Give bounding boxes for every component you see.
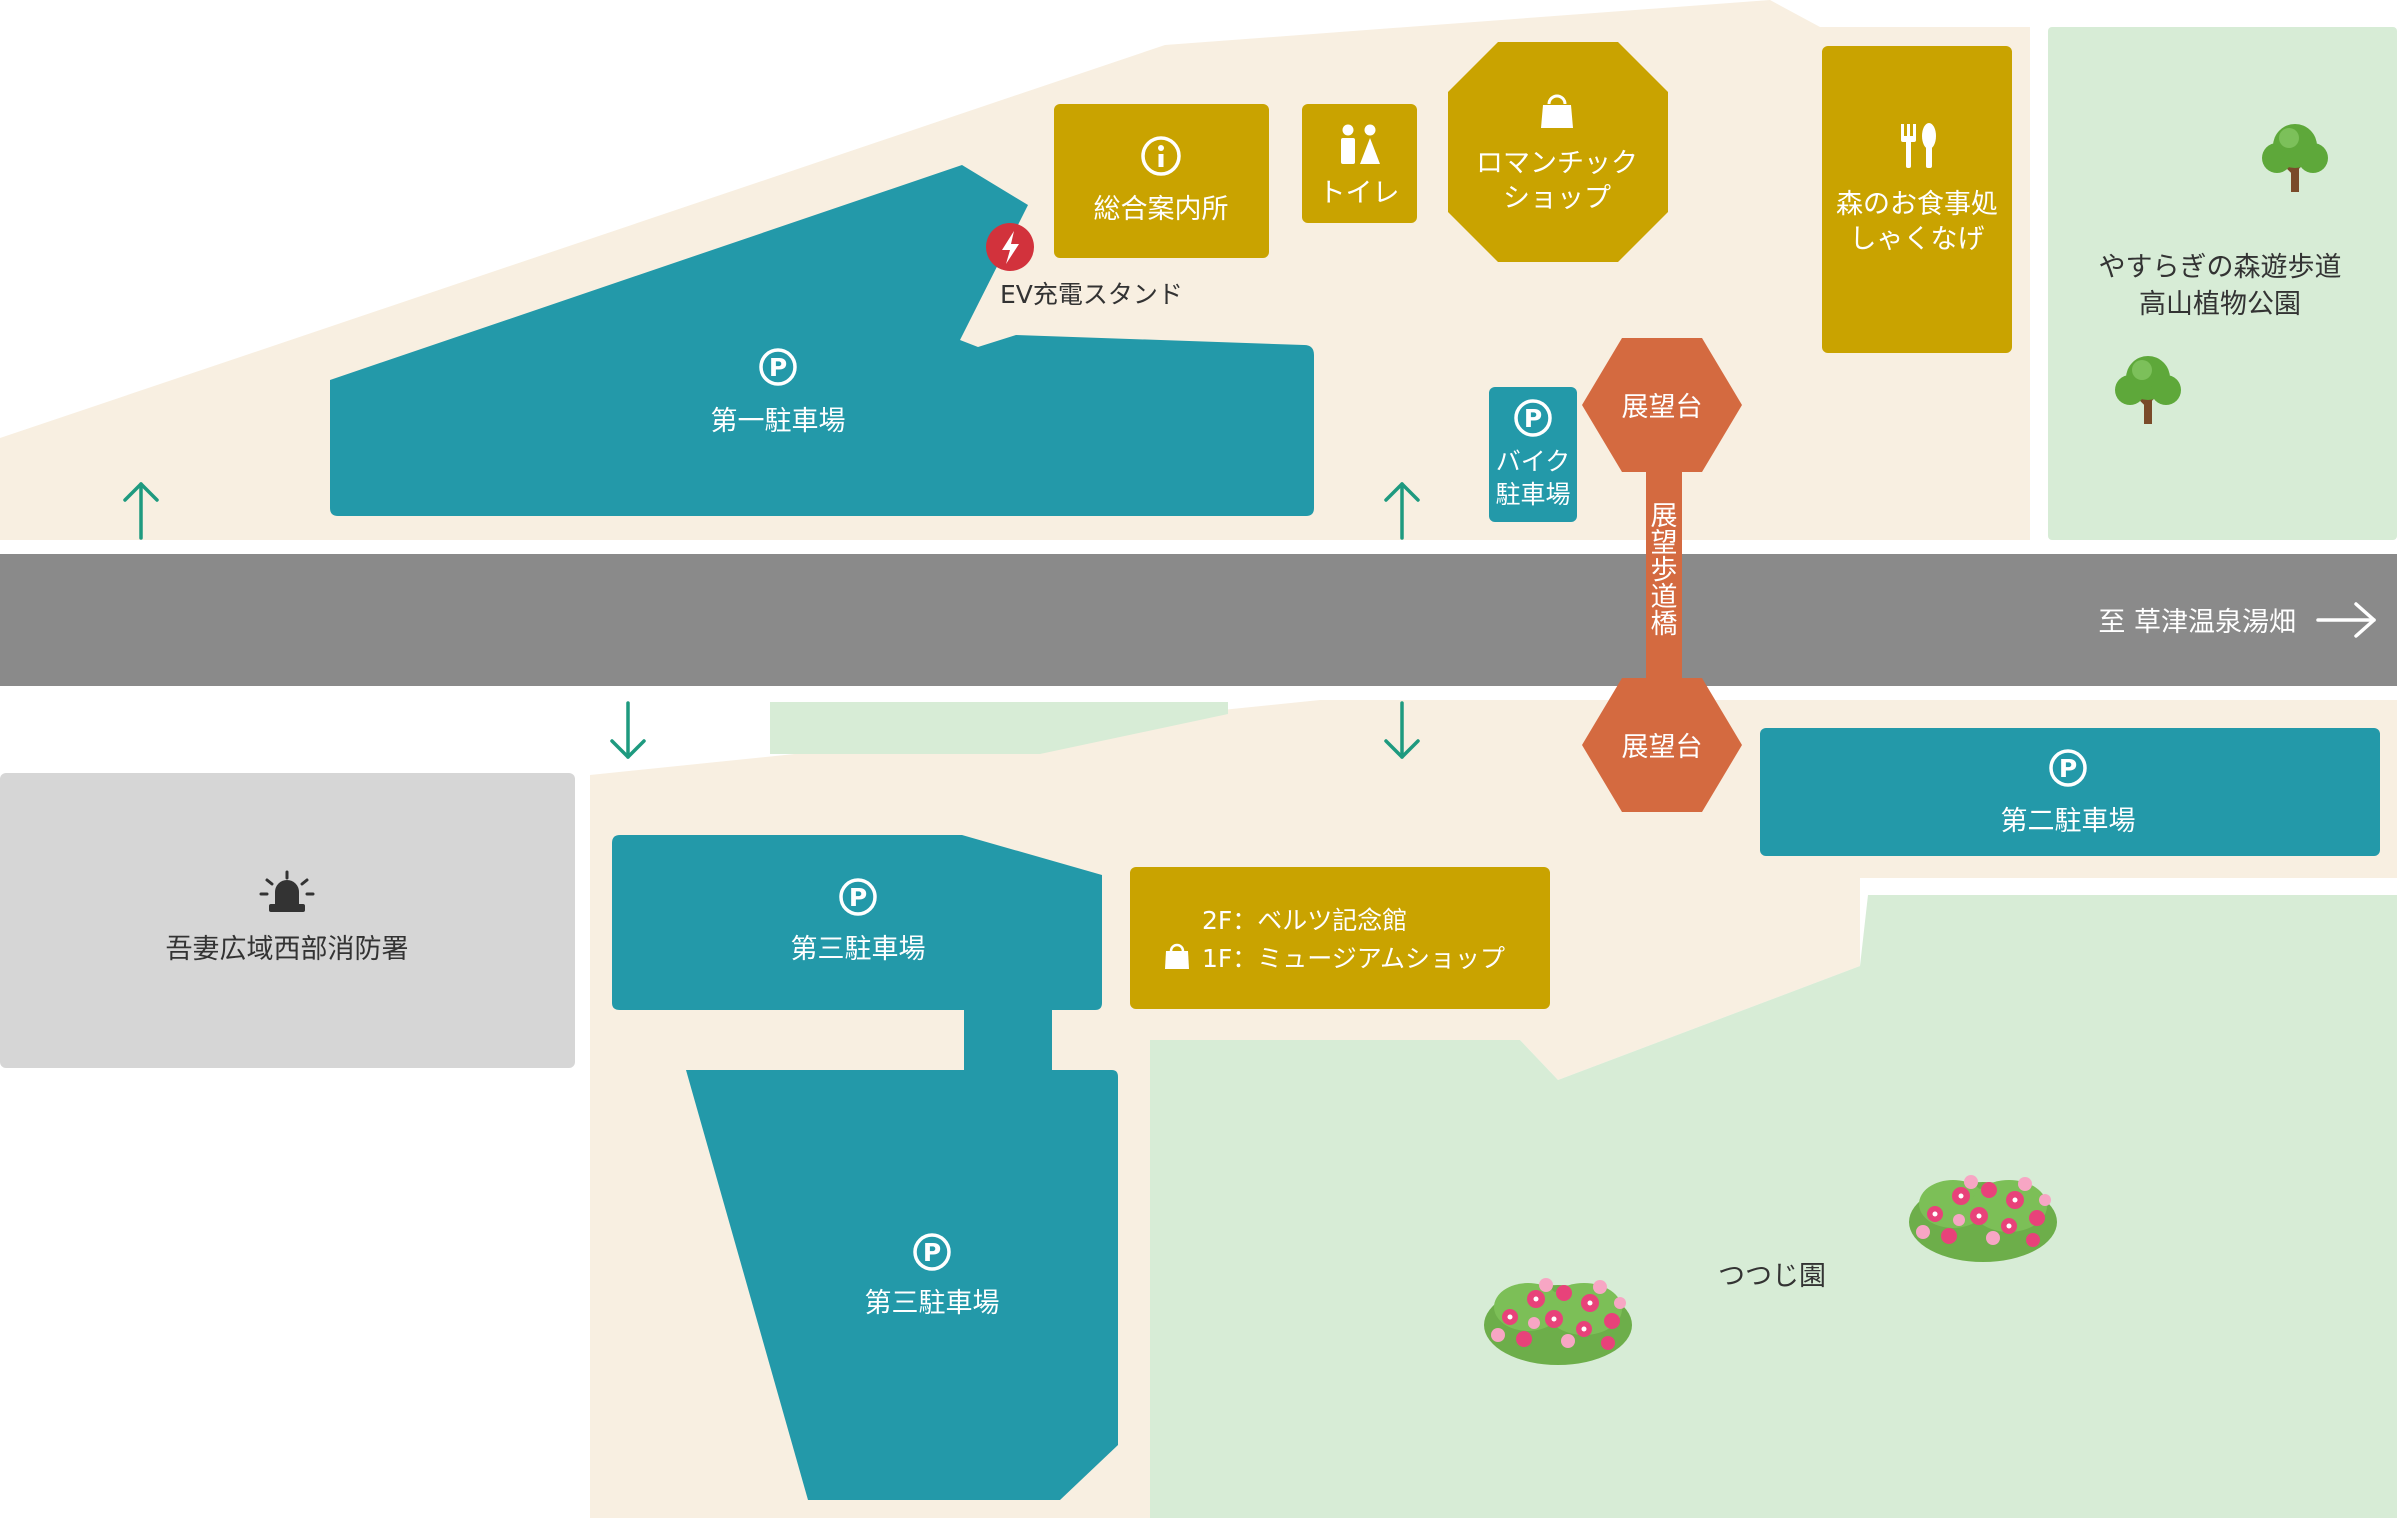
parking-bike-label-2: 駐車場 — [1495, 480, 1570, 509]
info-center[interactable]: 総合案内所 — [1054, 104, 1269, 258]
restaurant-label-1: 森のお食事処 — [1836, 189, 1998, 220]
arrow-up-icon — [1384, 482, 1420, 540]
ev-station-label: EV充電スタンド — [1000, 280, 1183, 309]
romantic-shop-label-1: ロマンチック — [1476, 148, 1638, 179]
bridge-label: 展 望 歩 道 橋 — [1651, 501, 1678, 640]
alpine-plant-park-area — [2048, 27, 2397, 540]
fire-station-area — [0, 773, 575, 1068]
destination-label: 至 草津温泉湯畑 — [2098, 607, 2296, 638]
observation-deck-north-label: 展望台 — [1622, 392, 1703, 423]
fire-station[interactable]: 吾妻広域西部消防署 — [0, 773, 575, 1068]
svg-text:道: 道 — [1651, 582, 1678, 613]
parking-third-upper-area — [612, 835, 1102, 1010]
road — [0, 554, 2397, 686]
svg-text:歩: 歩 — [1651, 555, 1678, 586]
parking-first-label: 第一駐車場 — [711, 406, 846, 437]
median-strip — [770, 702, 1228, 754]
park-label-1: やすらぎの森遊歩道 — [2099, 252, 2342, 283]
parking-bike-label-1: バイク — [1496, 447, 1571, 476]
azalea-garden-area — [1150, 895, 2397, 1518]
flower-bush-icon — [1484, 1278, 1632, 1365]
arrow-up-icon — [123, 482, 159, 540]
museum-area — [1130, 867, 1550, 1009]
ev-station[interactable]: EV充電スタンド — [986, 223, 1183, 309]
museum-label-1: 2F：ベルツ記念館 — [1202, 906, 1407, 935]
pedestrian-bridge — [1646, 440, 1682, 695]
siren-icon — [259, 870, 315, 912]
shopping-bag-icon — [1541, 94, 1573, 128]
azalea-garden-label: つつじ園 — [1718, 1261, 1826, 1292]
parking-third-upper-label: 第三駐車場 — [791, 934, 926, 965]
parking-third[interactable]: 第三駐車場 第三駐車場 — [612, 835, 1118, 1500]
toilet-label: トイレ — [1319, 178, 1400, 209]
museum[interactable]: 2F：ベルツ記念館 1F：ミュージアムショップ — [1130, 867, 1550, 1009]
parking-bike[interactable]: バイク 駐車場 — [1489, 387, 1577, 522]
parking-second[interactable]: 第二駐車場 — [1760, 728, 2380, 856]
parking-third-lower-label: 第三駐車場 — [865, 1288, 1000, 1319]
svg-text:展: 展 — [1651, 501, 1678, 532]
entrance-arrows — [123, 482, 1420, 759]
parking-first[interactable]: 第一駐車場 — [330, 165, 1314, 516]
alpine-plant-park[interactable]: やすらぎの森遊歩道 高山植物公園 — [2099, 122, 2342, 426]
fork-knife-icon — [1901, 123, 1936, 168]
toilet-icon — [1341, 124, 1380, 164]
observation-deck-north-area — [1582, 338, 1742, 472]
arrow-right-icon — [2316, 602, 2376, 638]
parking-third-connector — [964, 1008, 1052, 1072]
parking-bike-area — [1489, 387, 1577, 522]
parking-second-label: 第二駐車場 — [2001, 806, 2136, 837]
svg-text:橋: 橋 — [1651, 609, 1678, 640]
observation-deck-south-area — [1582, 678, 1742, 812]
observation-bridge[interactable]: 展望台 展望台 展 望 歩 道 橋 — [1582, 338, 1742, 812]
info-center-area — [1054, 104, 1269, 258]
restaurant-area — [1822, 46, 2012, 353]
observation-deck-south-label: 展望台 — [1622, 732, 1703, 763]
flower-bush-icon — [1909, 1175, 2057, 1262]
museum-label-2: 1F：ミュージアムショップ — [1202, 944, 1505, 973]
info-icon — [1141, 136, 1181, 176]
arrow-down-icon — [610, 701, 646, 759]
restaurant[interactable]: 森のお食事処 しゃくなげ — [1822, 46, 2012, 353]
toilet-area — [1302, 104, 1417, 223]
romantic-shop-label-2: ショップ — [1503, 183, 1611, 214]
shopping-bag-icon — [1165, 943, 1189, 969]
svg-text:望: 望 — [1651, 528, 1678, 559]
parking-first-area — [330, 165, 1314, 516]
parking-third-lower-area — [686, 1070, 1118, 1500]
azalea-garden[interactable]: つつじ園 — [1484, 1175, 2057, 1365]
road-destination: 至 草津温泉湯畑 — [2098, 602, 2376, 638]
romantic-shop[interactable]: ロマンチック ショップ — [1448, 42, 1668, 262]
fire-station-label: 吾妻広域西部消防署 — [166, 934, 409, 965]
green-areas — [770, 27, 2397, 1518]
info-center-label: 総合案内所 — [1094, 194, 1229, 225]
parking-second-area — [1760, 728, 2380, 856]
park-label-2: 高山植物公園 — [2139, 289, 2301, 320]
romantic-shop-area — [1448, 42, 1668, 262]
arrow-down-icon — [1384, 701, 1420, 759]
restaurant-label-2: しゃくなげ — [1850, 224, 1985, 255]
toilet[interactable]: トイレ — [1302, 104, 1417, 223]
